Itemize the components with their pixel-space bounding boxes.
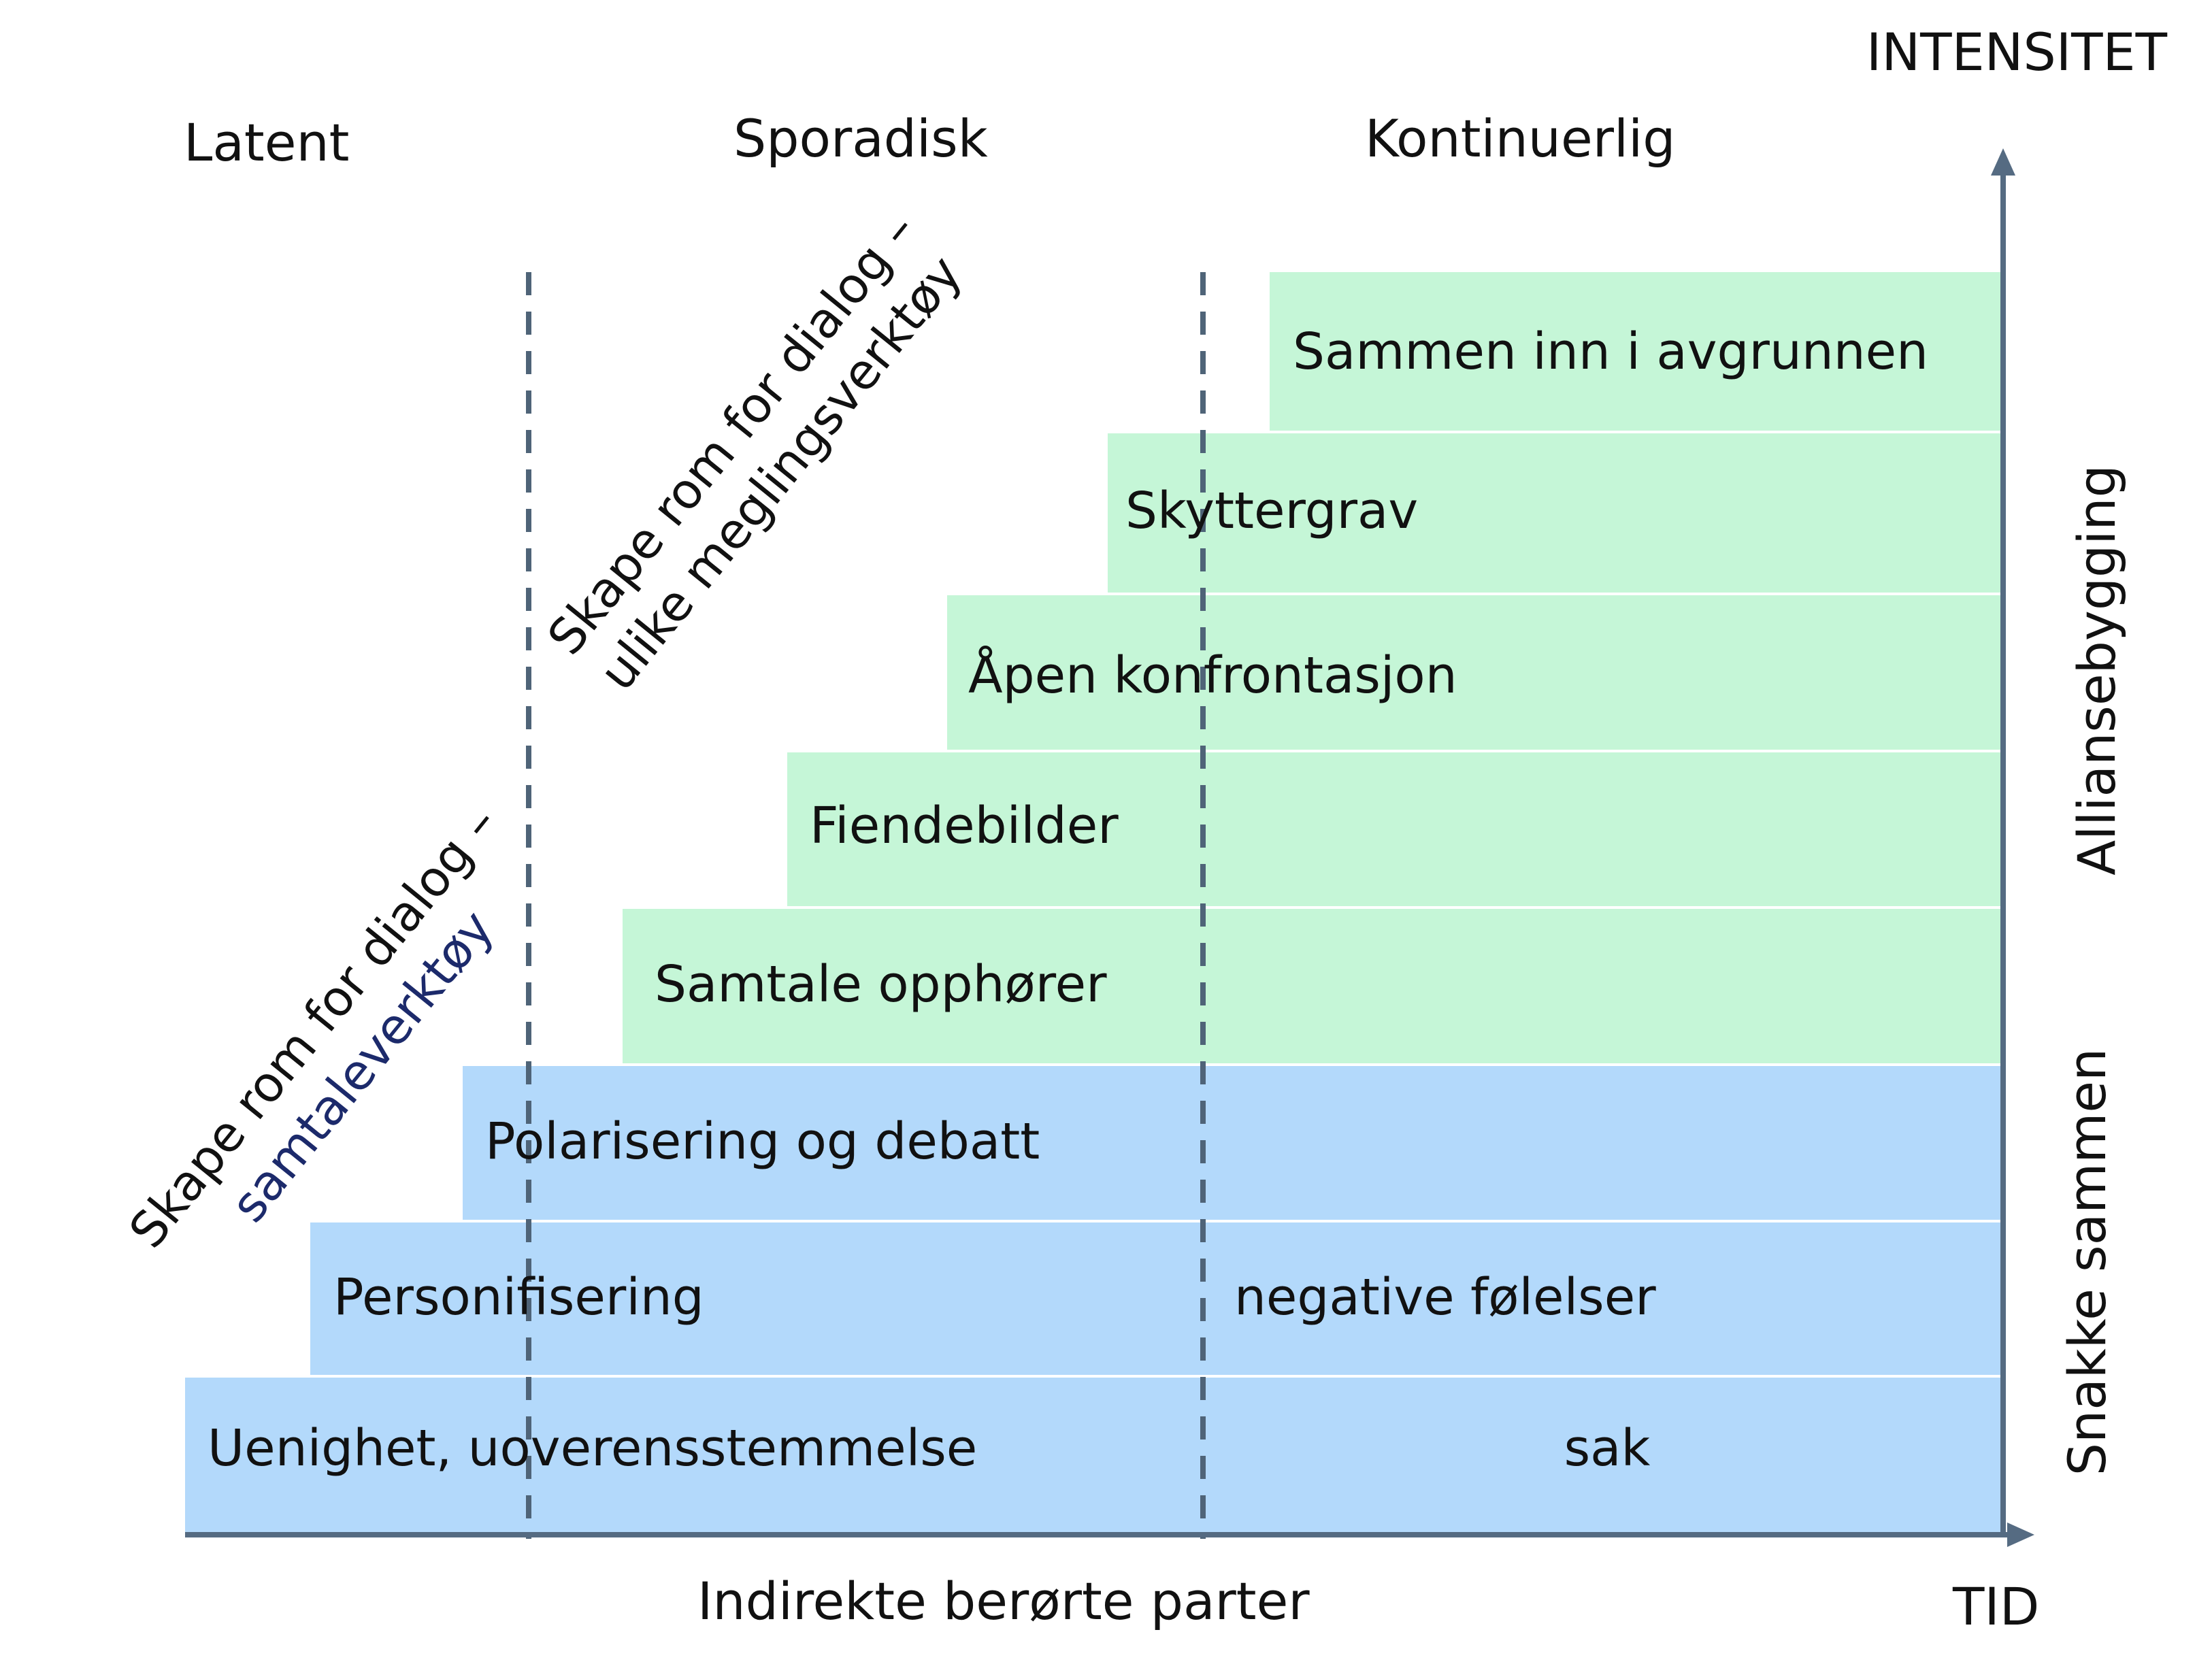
step-label-6: Åpen konfrontasjon	[968, 645, 1457, 705]
step-bar-7	[1108, 432, 2003, 594]
phase-headers: Latent Sporadisk Kontinuerlig	[184, 108, 1675, 173]
side-label-lower: Snakke sammen	[2057, 1048, 2117, 1476]
phase-kontinuerlig: Kontinuerlig	[1365, 108, 1675, 169]
step-bar-6	[947, 594, 2003, 751]
diagonal-note-middle-line1: Skape rom for dialog –	[536, 202, 927, 665]
step-bar-1	[185, 1376, 2003, 1535]
step-label-2: Personifisering	[333, 1268, 704, 1327]
side-label-upper: Alliansebygging	[2066, 465, 2127, 876]
step-labels: Uenighet, uoverensstemmelse sak Personif…	[208, 322, 1928, 1478]
phase-sporadisk: Sporadisk	[733, 108, 988, 169]
step-label-7: Skyttergrav	[1125, 482, 1418, 540]
step-label-3: Polarisering og debatt	[485, 1112, 1040, 1171]
diagonal-note-left-line1: Skape rom for dialog –	[118, 795, 508, 1259]
steps	[185, 272, 2003, 1535]
step-bar-5	[787, 751, 2003, 908]
y-axis-arrow-icon	[1991, 148, 2015, 176]
step-label-8: Sammen inn i avgrunnen	[1293, 322, 1928, 381]
x-axis-arrow-icon	[2007, 1522, 2034, 1547]
step-separators	[185, 431, 2003, 1378]
step-right-label-2: negative følelser	[1234, 1268, 1656, 1327]
x-axis-label: TID	[1952, 1576, 2039, 1637]
diagonal-note-middle: Skape rom for dialog – ulike meglingsver…	[536, 202, 973, 701]
bottom-label: Indirekte berørte parter	[697, 1571, 1310, 1631]
step-bar-8	[1270, 272, 2003, 432]
y-axis-label: INTENSITET	[1866, 22, 2168, 82]
phase-dividers	[526, 272, 1206, 1539]
step-bar-4	[623, 908, 2003, 1065]
axes	[185, 148, 2034, 1547]
step-label-4: Samtale opphører	[655, 955, 1107, 1014]
step-bar-2	[310, 1221, 2003, 1376]
diagonal-note-middle-line2: ulike meglingsverktøy	[589, 245, 973, 701]
step-right-label-1: sak	[1564, 1419, 1651, 1478]
step-label-5: Fiendebilder	[810, 797, 1119, 855]
step-label-1: Uenighet, uoverensstemmelse	[208, 1419, 977, 1478]
step-bar-3	[463, 1065, 2003, 1221]
phase-latent: Latent	[184, 112, 349, 173]
